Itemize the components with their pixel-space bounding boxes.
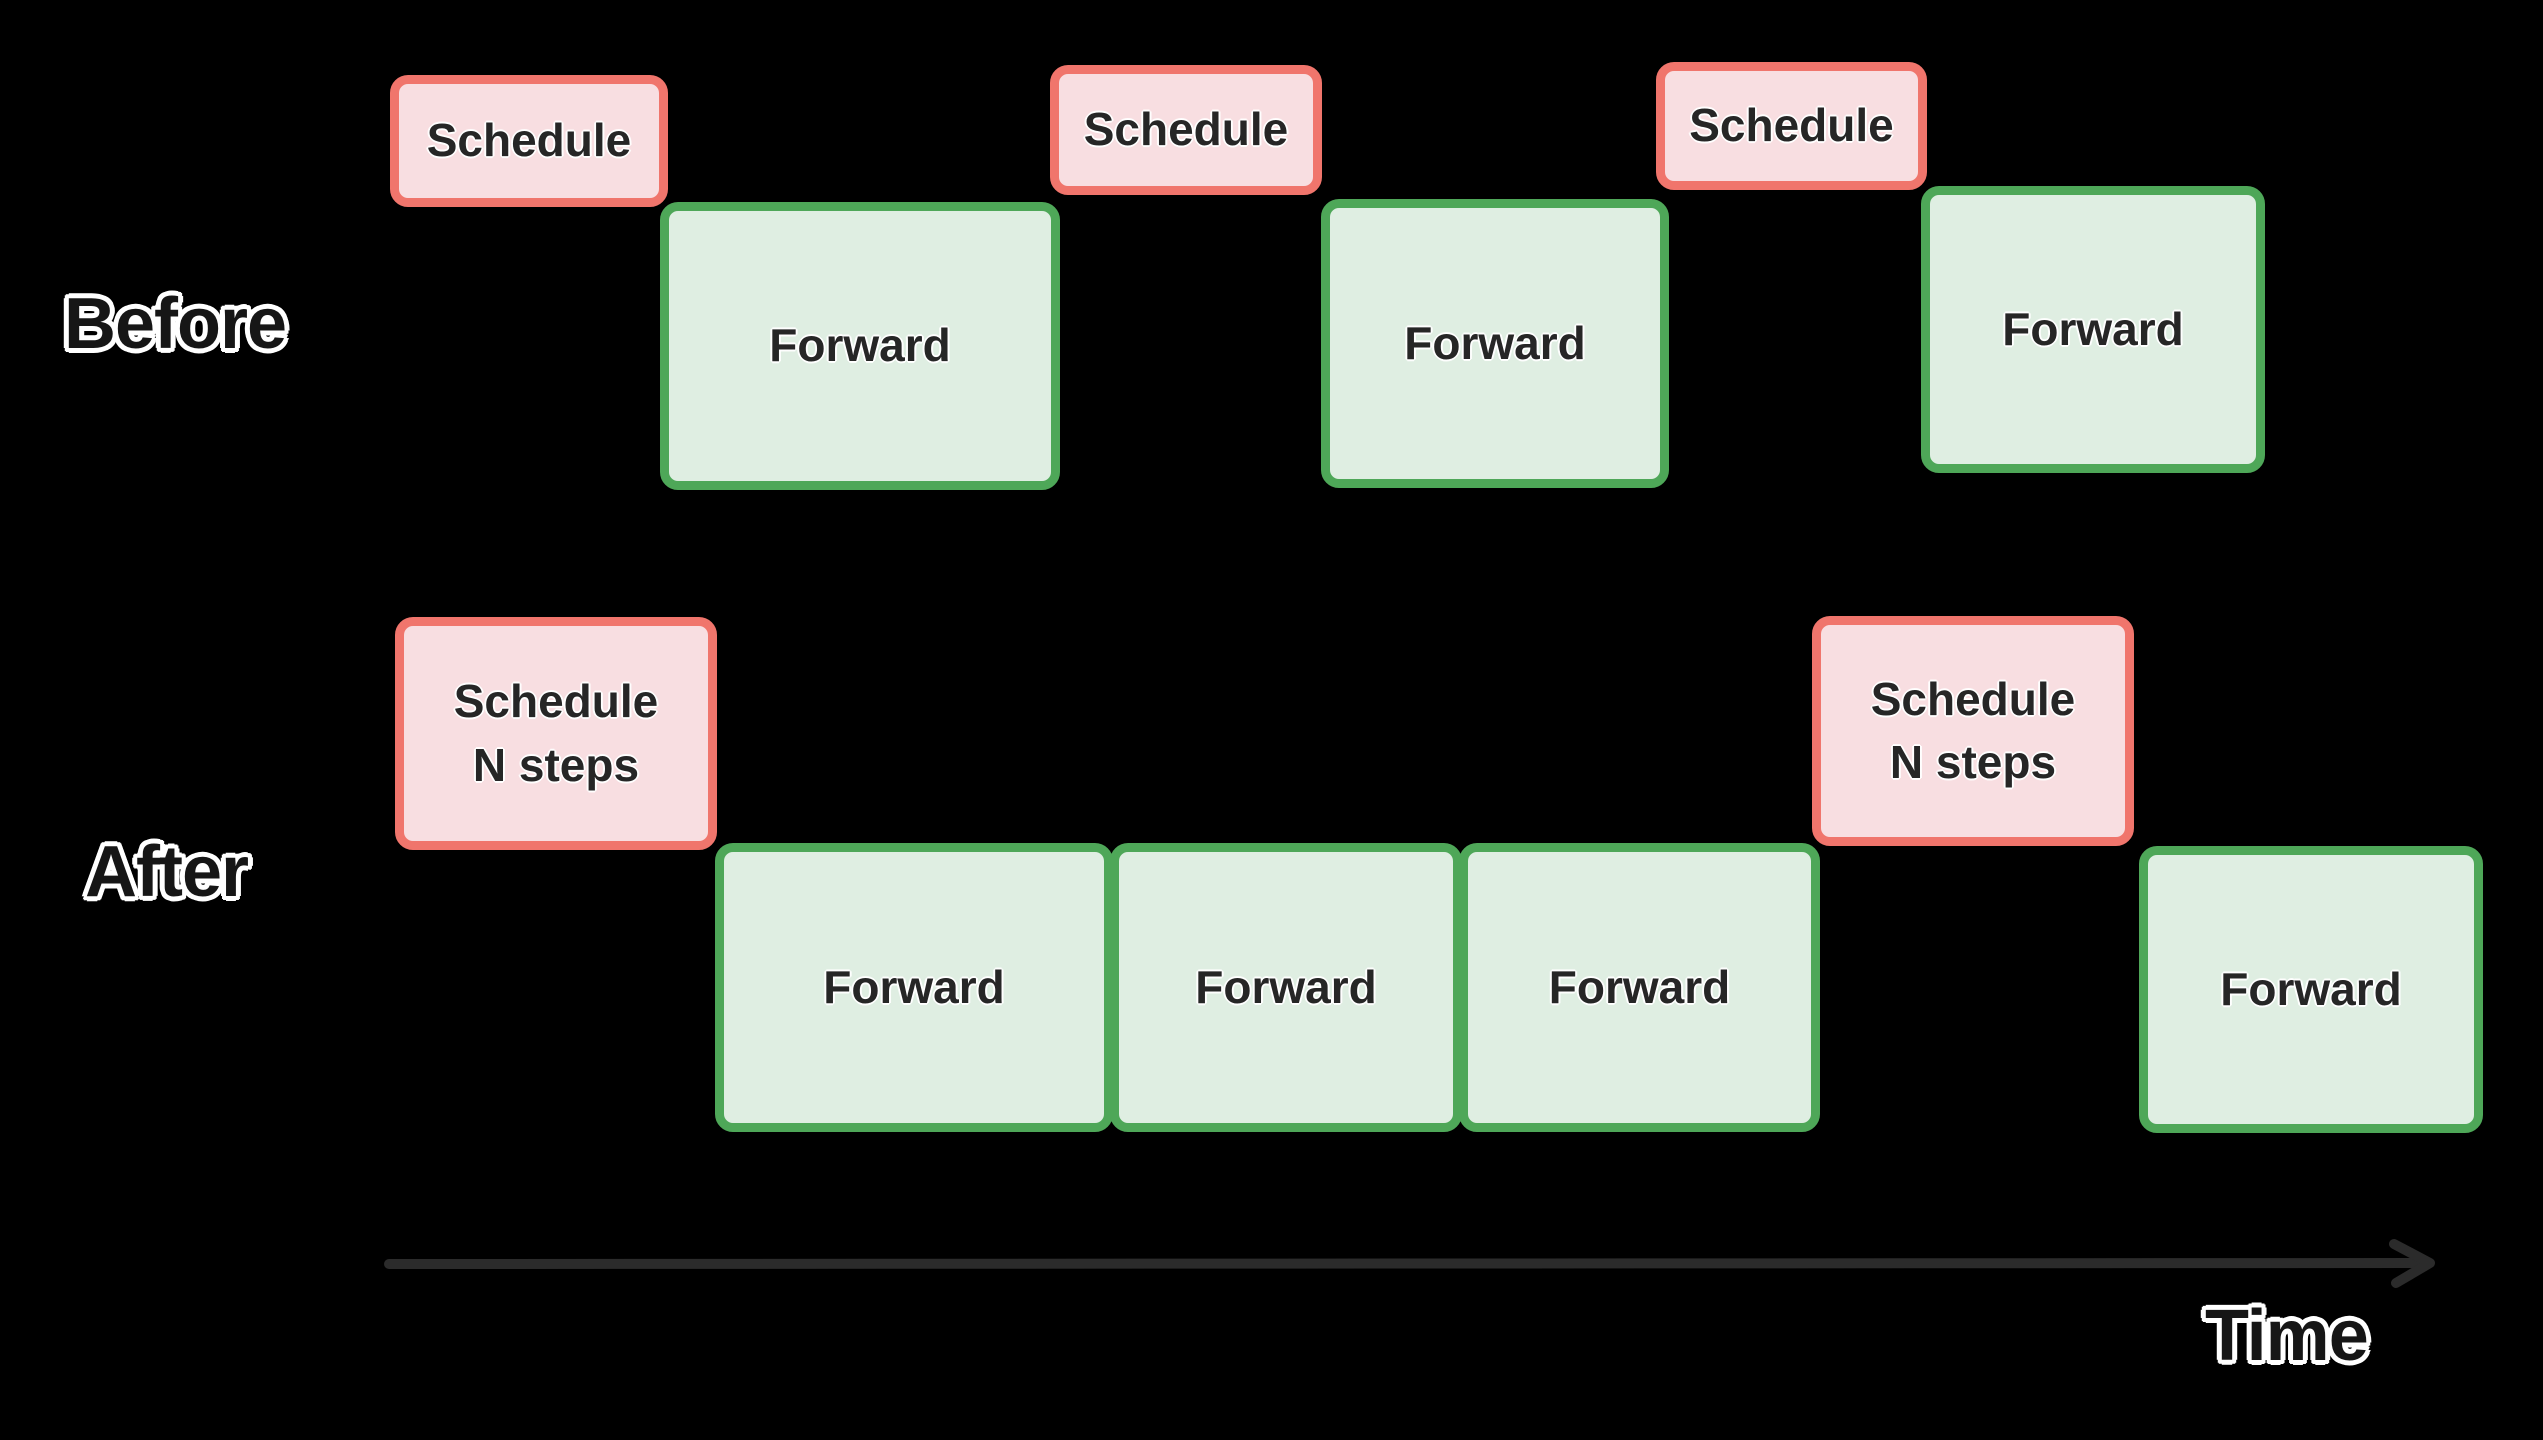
- after-schedule-n-steps-2: Schedule N steps: [1812, 616, 2134, 846]
- before-forward-2: Forward: [1321, 199, 1669, 488]
- block-label: Forward: [823, 960, 1005, 1013]
- block-label: Forward: [769, 319, 951, 372]
- block-label: Forward: [1195, 960, 1377, 1013]
- block-label: Forward: [1404, 316, 1586, 369]
- block-label: Schedule: [426, 114, 632, 167]
- after-forward-3: Forward: [1459, 843, 1820, 1132]
- time-axis-label: Time: [2205, 1296, 2369, 1376]
- after-forward-1: Forward: [715, 843, 1113, 1132]
- after-schedule-n-steps-1: Schedule N steps: [395, 617, 717, 850]
- before-row-label: Before: [64, 284, 287, 364]
- before-schedule-1: Schedule: [390, 75, 668, 207]
- block-label: Schedule: [1689, 99, 1894, 152]
- after-forward-2: Forward: [1110, 843, 1462, 1132]
- before-forward-3: Forward: [1921, 186, 2265, 473]
- block-label: Schedule N steps: [1871, 668, 2076, 795]
- before-schedule-2: Schedule: [1050, 65, 1322, 195]
- after-row-label: After: [85, 832, 249, 912]
- time-axis-arrowhead: [2389, 1239, 2435, 1288]
- block-label-line: N steps: [472, 738, 640, 791]
- before-schedule-3: Schedule: [1656, 62, 1927, 190]
- block-label: Forward: [2002, 302, 2184, 355]
- time-axis-line: [384, 1258, 2425, 1269]
- block-label: Schedule N steps: [454, 670, 659, 797]
- block-label-line: Schedule: [453, 675, 659, 728]
- block-label: Forward: [2220, 962, 2402, 1015]
- before-forward-1: Forward: [660, 202, 1060, 490]
- block-label: Schedule: [1083, 103, 1289, 156]
- block-label-line: N steps: [1889, 736, 2057, 788]
- block-label-line: Schedule: [1870, 672, 2076, 725]
- after-forward-4: Forward: [2139, 846, 2483, 1133]
- block-label: Forward: [1548, 960, 1731, 1013]
